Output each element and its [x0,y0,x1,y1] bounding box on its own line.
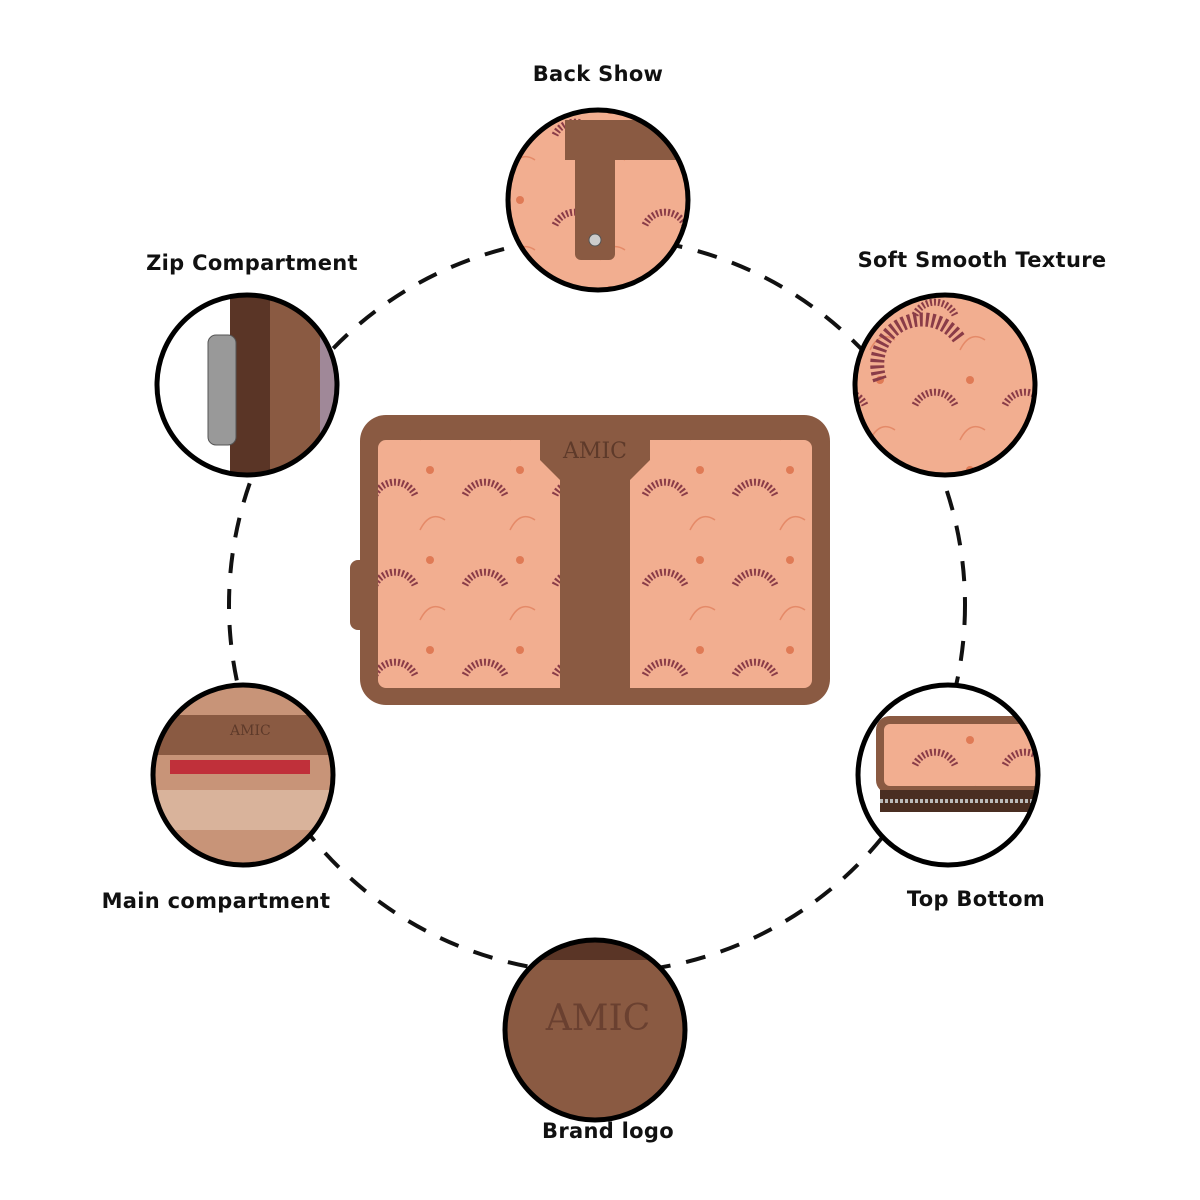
soft-smooth-texture-image [855,295,1035,475]
label-back-show: Back Show [532,62,664,86]
svg-text:AMIC: AMIC [229,723,271,739]
zip-compartment-image [157,295,337,475]
label-soft-smooth-texture: Soft Smooth Texture [857,248,1107,272]
label-main-compartment: Main compartment [101,889,331,913]
wallet-product-image: AMIC [350,415,830,705]
svg-text:AMIC: AMIC [562,439,627,464]
label-zip-compartment: Zip Compartment [146,251,358,275]
feature-circle-outlines [150,107,1041,1123]
label-brand-logo: Brand logo [542,1119,674,1143]
svg-text:AMIC: AMIC [545,998,651,1039]
main-compartment-image: AMIC [153,685,333,865]
label-top-bottom: Top Bottom [906,887,1046,911]
top-bottom-image [858,685,1038,865]
back-show-image [508,110,688,290]
